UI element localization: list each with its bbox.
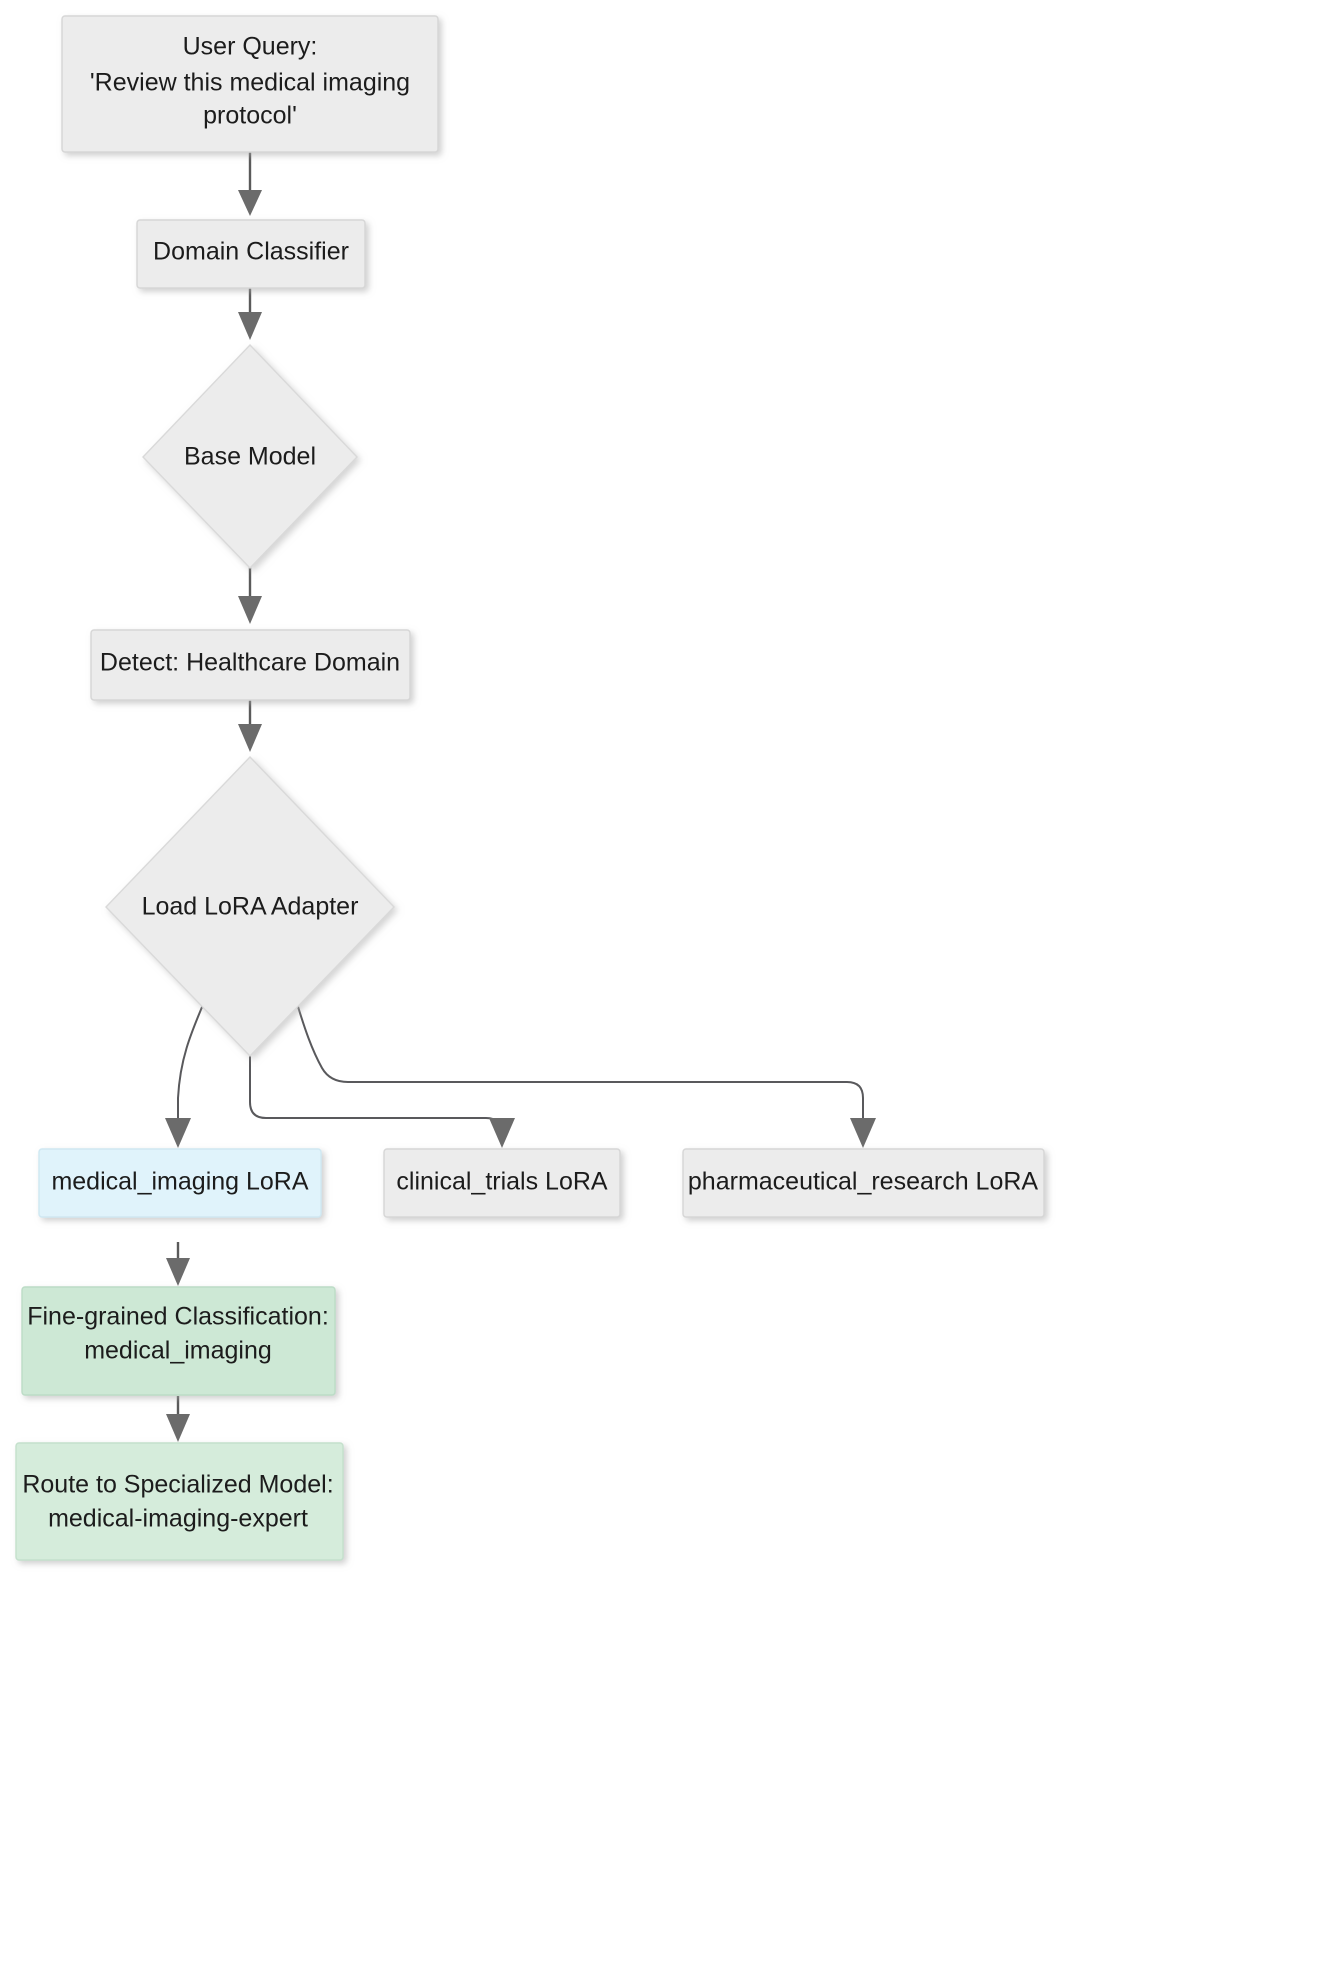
user-query-line-1: User Query:	[183, 33, 318, 61]
node-fine-grained-classification[interactable]: Fine-grained Classification: medical_ima…	[21, 1286, 336, 1396]
route-to-specialized-model-line-2: medical-imaging-expert	[48, 1505, 308, 1533]
node-domain-classifier[interactable]: Domain Classifier	[136, 219, 366, 289]
pharmaceutical-research-lora-box[interactable]	[682, 1148, 1045, 1218]
node-route-to-specialized-model[interactable]: Route to Specialized Model: medical-imag…	[15, 1442, 344, 1561]
user-query-line-2: 'Review this medical imaging	[90, 69, 410, 97]
fine-grained-classification-line-1: Fine-grained Classification:	[27, 1303, 329, 1331]
node-user-query[interactable]: User Query: 'Review this medical imaging…	[61, 15, 439, 153]
domain-classifier-box[interactable]	[136, 219, 366, 289]
fine-grained-classification-box[interactable]	[21, 1286, 336, 1396]
load-lora-adapter-label: Load LoRA Adapter	[142, 893, 359, 921]
base-model-label: Base Model	[184, 443, 316, 471]
clinical-trials-lora-box[interactable]	[383, 1148, 621, 1218]
base-model-diamond[interactable]	[142, 343, 358, 570]
edge-medical-imaging-to-fine-grained	[166, 1242, 190, 1286]
domain-classifier-label: Domain Classifier	[153, 238, 349, 266]
edge-detect-healthcare-to-load-lora	[238, 700, 262, 752]
edge-load-lora-to-pharmaceutical-research	[295, 999, 876, 1148]
node-pharmaceutical-research-lora[interactable]: pharmaceutical_research LoRA	[682, 1148, 1045, 1218]
edge-base-model-to-detect-healthcare	[238, 562, 262, 624]
edge-user-query-to-domain-classifier	[238, 152, 262, 216]
medical-imaging-lora-box[interactable]	[38, 1148, 322, 1218]
edge-fine-grained-to-route-specialized	[166, 1396, 190, 1442]
fine-grained-classification-line-2: medical_imaging	[84, 1337, 272, 1365]
clinical-trials-lora-label: clinical_trials LoRA	[396, 1168, 608, 1196]
route-to-specialized-model-box[interactable]	[15, 1442, 344, 1561]
edge-domain-classifier-to-base-model	[238, 288, 262, 340]
user-query-box[interactable]	[61, 15, 439, 153]
detect-healthcare-domain-box[interactable]	[90, 629, 411, 701]
detect-healthcare-domain-label: Detect: Healthcare Domain	[100, 649, 400, 677]
medical-imaging-lora-label: medical_imaging LoRA	[51, 1168, 308, 1196]
pharmaceutical-research-lora-label: pharmaceutical_research LoRA	[688, 1168, 1039, 1196]
load-lora-adapter-diamond[interactable]	[105, 755, 395, 1058]
node-detect-healthcare-domain[interactable]: Detect: Healthcare Domain	[90, 629, 411, 701]
edge-layer	[165, 152, 876, 1442]
edge-load-lora-to-medical-imaging	[165, 999, 206, 1148]
node-clinical-trials-lora[interactable]: clinical_trials LoRA	[383, 1148, 621, 1218]
node-medical-imaging-lora[interactable]: medical_imaging LoRA	[38, 1148, 322, 1218]
edge-load-lora-to-clinical-trials	[249, 1054, 515, 1148]
node-base-model[interactable]: Base Model	[142, 343, 358, 570]
route-to-specialized-model-line-1: Route to Specialized Model:	[22, 1471, 333, 1499]
node-layer: User Query: 'Review this medical imaging…	[15, 15, 1045, 1561]
node-load-lora-adapter[interactable]: Load LoRA Adapter	[105, 755, 395, 1058]
user-query-line-3: protocol'	[203, 102, 297, 130]
